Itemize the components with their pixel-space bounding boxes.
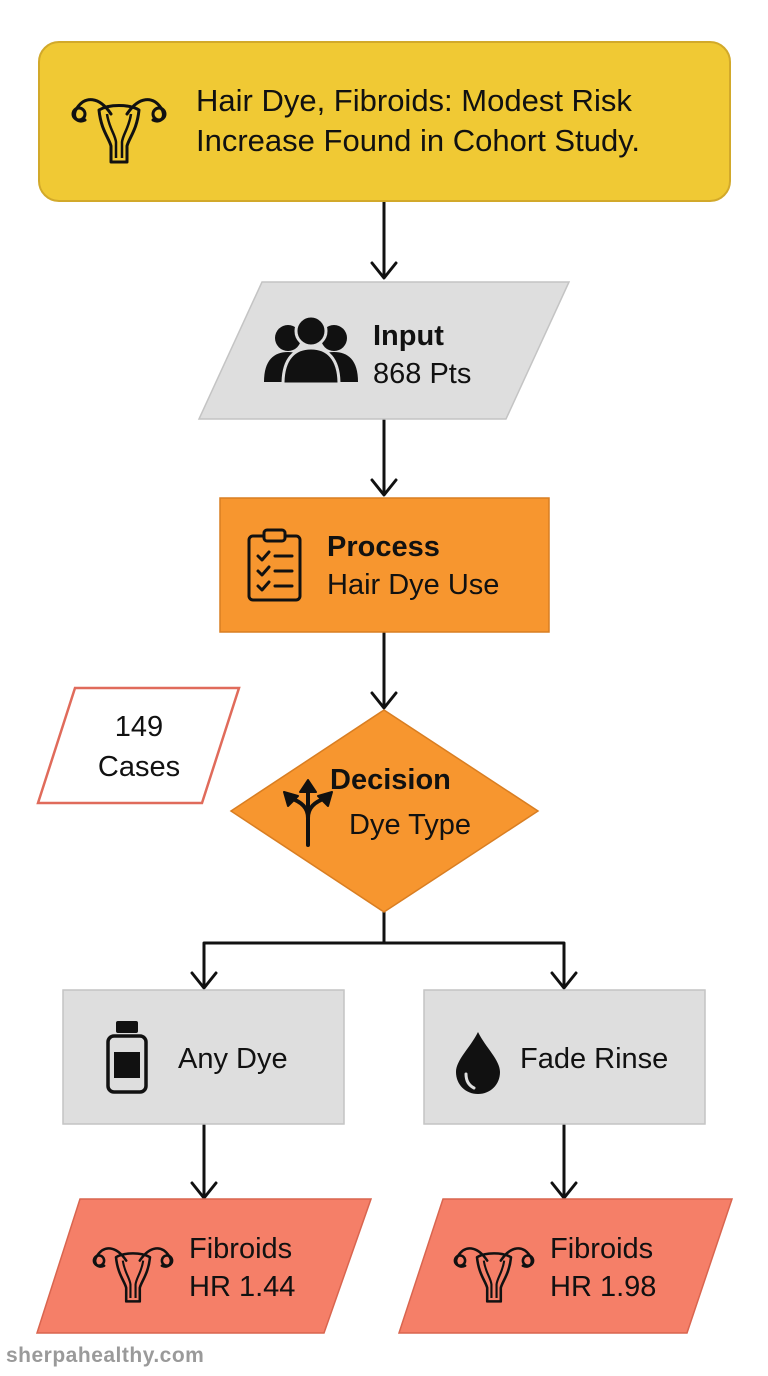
branch-fade-rinse: Fade Rinse: [423, 989, 706, 1125]
input-value: 868 Pts: [373, 358, 471, 390]
arrow-input-to-process: [370, 418, 398, 497]
branch-fade-rinse-label: Fade Rinse: [520, 1043, 668, 1075]
cases-note-shape: [36, 686, 241, 805]
outcome-fade-rinse-hr: HR 1.98: [550, 1271, 656, 1303]
outcome-any-dye-line-1: Fibroids: [189, 1233, 292, 1265]
input-heading: Input: [373, 320, 444, 352]
branch-any-dye: Any Dye: [62, 989, 345, 1125]
title-line-2: Increase Found in Cohort Study.: [196, 123, 640, 158]
process-node: Process Hair Dye Use: [219, 497, 550, 633]
cases-count: 149: [115, 711, 163, 743]
footer-source: sherpahealthy.com: [6, 1344, 205, 1367]
title-line-1: Hair Dye, Fibroids: Modest Risk: [196, 83, 632, 118]
bottle-icon: [106, 1021, 148, 1094]
outcome-fade-rinse-shape: [397, 1198, 734, 1334]
cases-label: Cases: [98, 751, 180, 783]
decision-node-shape: [229, 709, 540, 913]
process-heading: Process: [327, 531, 440, 563]
arrow-title-to-input: [370, 200, 398, 280]
arrow-anydye-to-outcome: [190, 1123, 218, 1200]
split-arrows-icon: [283, 779, 333, 847]
outcome-any-dye-hr: HR 1.44: [189, 1271, 295, 1303]
decision-value: Dye Type: [349, 809, 471, 841]
branch-any-dye-label: Any Dye: [178, 1043, 288, 1075]
title-box-shape: [38, 41, 731, 202]
arrow-process-to-decision: [370, 631, 398, 710]
decision-node: Decision Dye Type: [229, 709, 540, 913]
outcome-fade-rinse-line-1: Fibroids: [550, 1233, 653, 1265]
title-box: Hair Dye, Fibroids: Modest Risk Increase…: [38, 41, 731, 202]
connectors: [190, 200, 578, 1200]
people-group-icon: [264, 314, 358, 386]
input-node: Input 868 Pts: [197, 281, 571, 420]
process-value: Hair Dye Use: [327, 569, 499, 601]
cases-note: 149 Cases: [36, 686, 241, 805]
outcome-any-dye: Fibroids HR 1.44: [35, 1198, 373, 1334]
arrow-faderinse-to-outcome: [550, 1123, 578, 1200]
arrow-decision-to-branches: [190, 910, 578, 990]
decision-heading: Decision: [330, 764, 451, 796]
clipboard-checklist-icon: [247, 528, 302, 602]
process-node-shape: [219, 497, 550, 633]
branch-any-dye-shape: [62, 989, 345, 1125]
outcome-fade-rinse: Fibroids HR 1.98: [397, 1198, 734, 1334]
droplet-icon: [456, 1032, 500, 1094]
outcome-any-dye-shape: [35, 1198, 373, 1334]
